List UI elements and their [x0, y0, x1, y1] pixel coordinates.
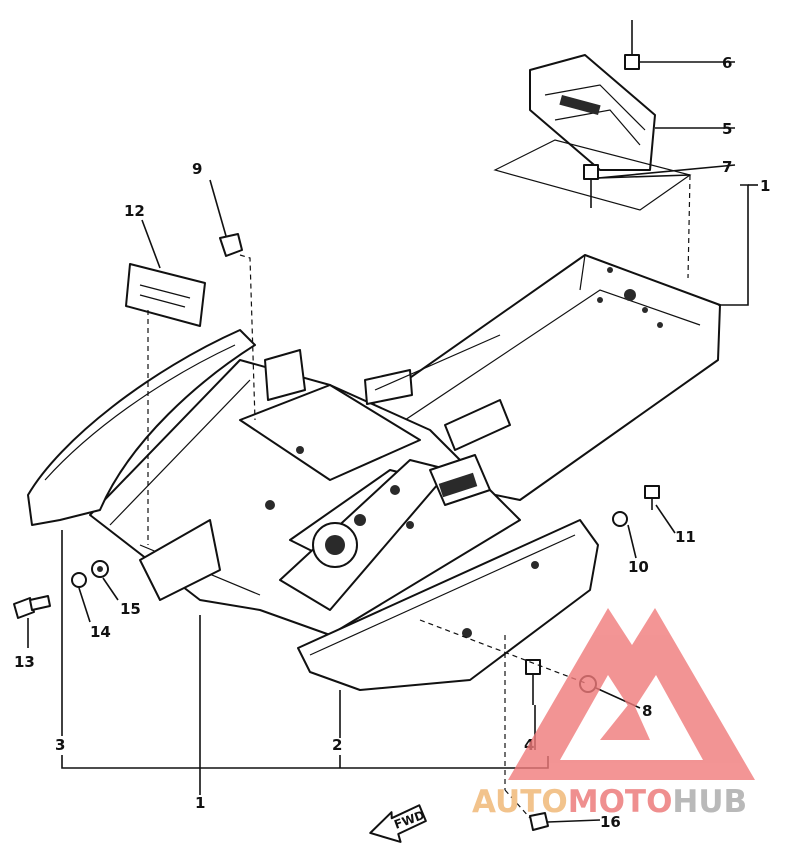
watermark-triangle-icon — [508, 608, 755, 780]
callout-2: 2 — [332, 736, 342, 754]
callout-1-right: 1 — [760, 177, 770, 195]
watermark-text: AUTOMOTOHUB — [472, 784, 747, 820]
callout-5: 5 — [722, 120, 732, 138]
reflector-plate-12 — [125, 263, 206, 327]
callout-10: 10 — [628, 558, 649, 576]
watermark-moto: MOTO — [568, 784, 673, 820]
callout-3: 3 — [55, 736, 65, 754]
automotohub-watermark — [508, 608, 755, 780]
left-side-cover — [27, 329, 256, 526]
callout-1: 1 — [195, 794, 205, 812]
callout-7: 7 — [722, 158, 732, 176]
callout-6: 6 — [722, 54, 732, 72]
tail-light-bracket — [493, 54, 692, 211]
callout-9: 9 — [192, 160, 202, 178]
cover-bolt — [525, 659, 541, 705]
watermark-hub: HUB — [672, 784, 747, 820]
callout-11: 11 — [675, 528, 696, 546]
bolt-6 — [624, 20, 640, 70]
collar-10 — [612, 511, 628, 527]
watermark-auto: AUTO — [472, 784, 568, 820]
nut-15 — [91, 560, 109, 578]
callout-16: 16 — [600, 813, 621, 831]
right-side-cover — [297, 519, 599, 691]
callout-13: 13 — [14, 653, 35, 671]
callout-numbers: 6 5 7 1 9 12 11 10 15 14 13 8 3 2 4 1 16 — [14, 54, 770, 831]
nut-9 — [219, 233, 243, 257]
bolt-11 — [644, 485, 660, 510]
fwd-arrow: FWD — [369, 804, 427, 843]
callout-8: 8 — [642, 702, 652, 720]
callout-15: 15 — [120, 600, 141, 618]
callout-14: 14 — [90, 623, 111, 641]
rear-frame-assembly — [89, 254, 721, 636]
washer-14 — [71, 572, 87, 588]
bolt-13 — [13, 595, 51, 619]
callout-12: 12 — [124, 202, 145, 220]
cap-16 — [529, 812, 549, 831]
bolt-7 — [583, 164, 599, 208]
